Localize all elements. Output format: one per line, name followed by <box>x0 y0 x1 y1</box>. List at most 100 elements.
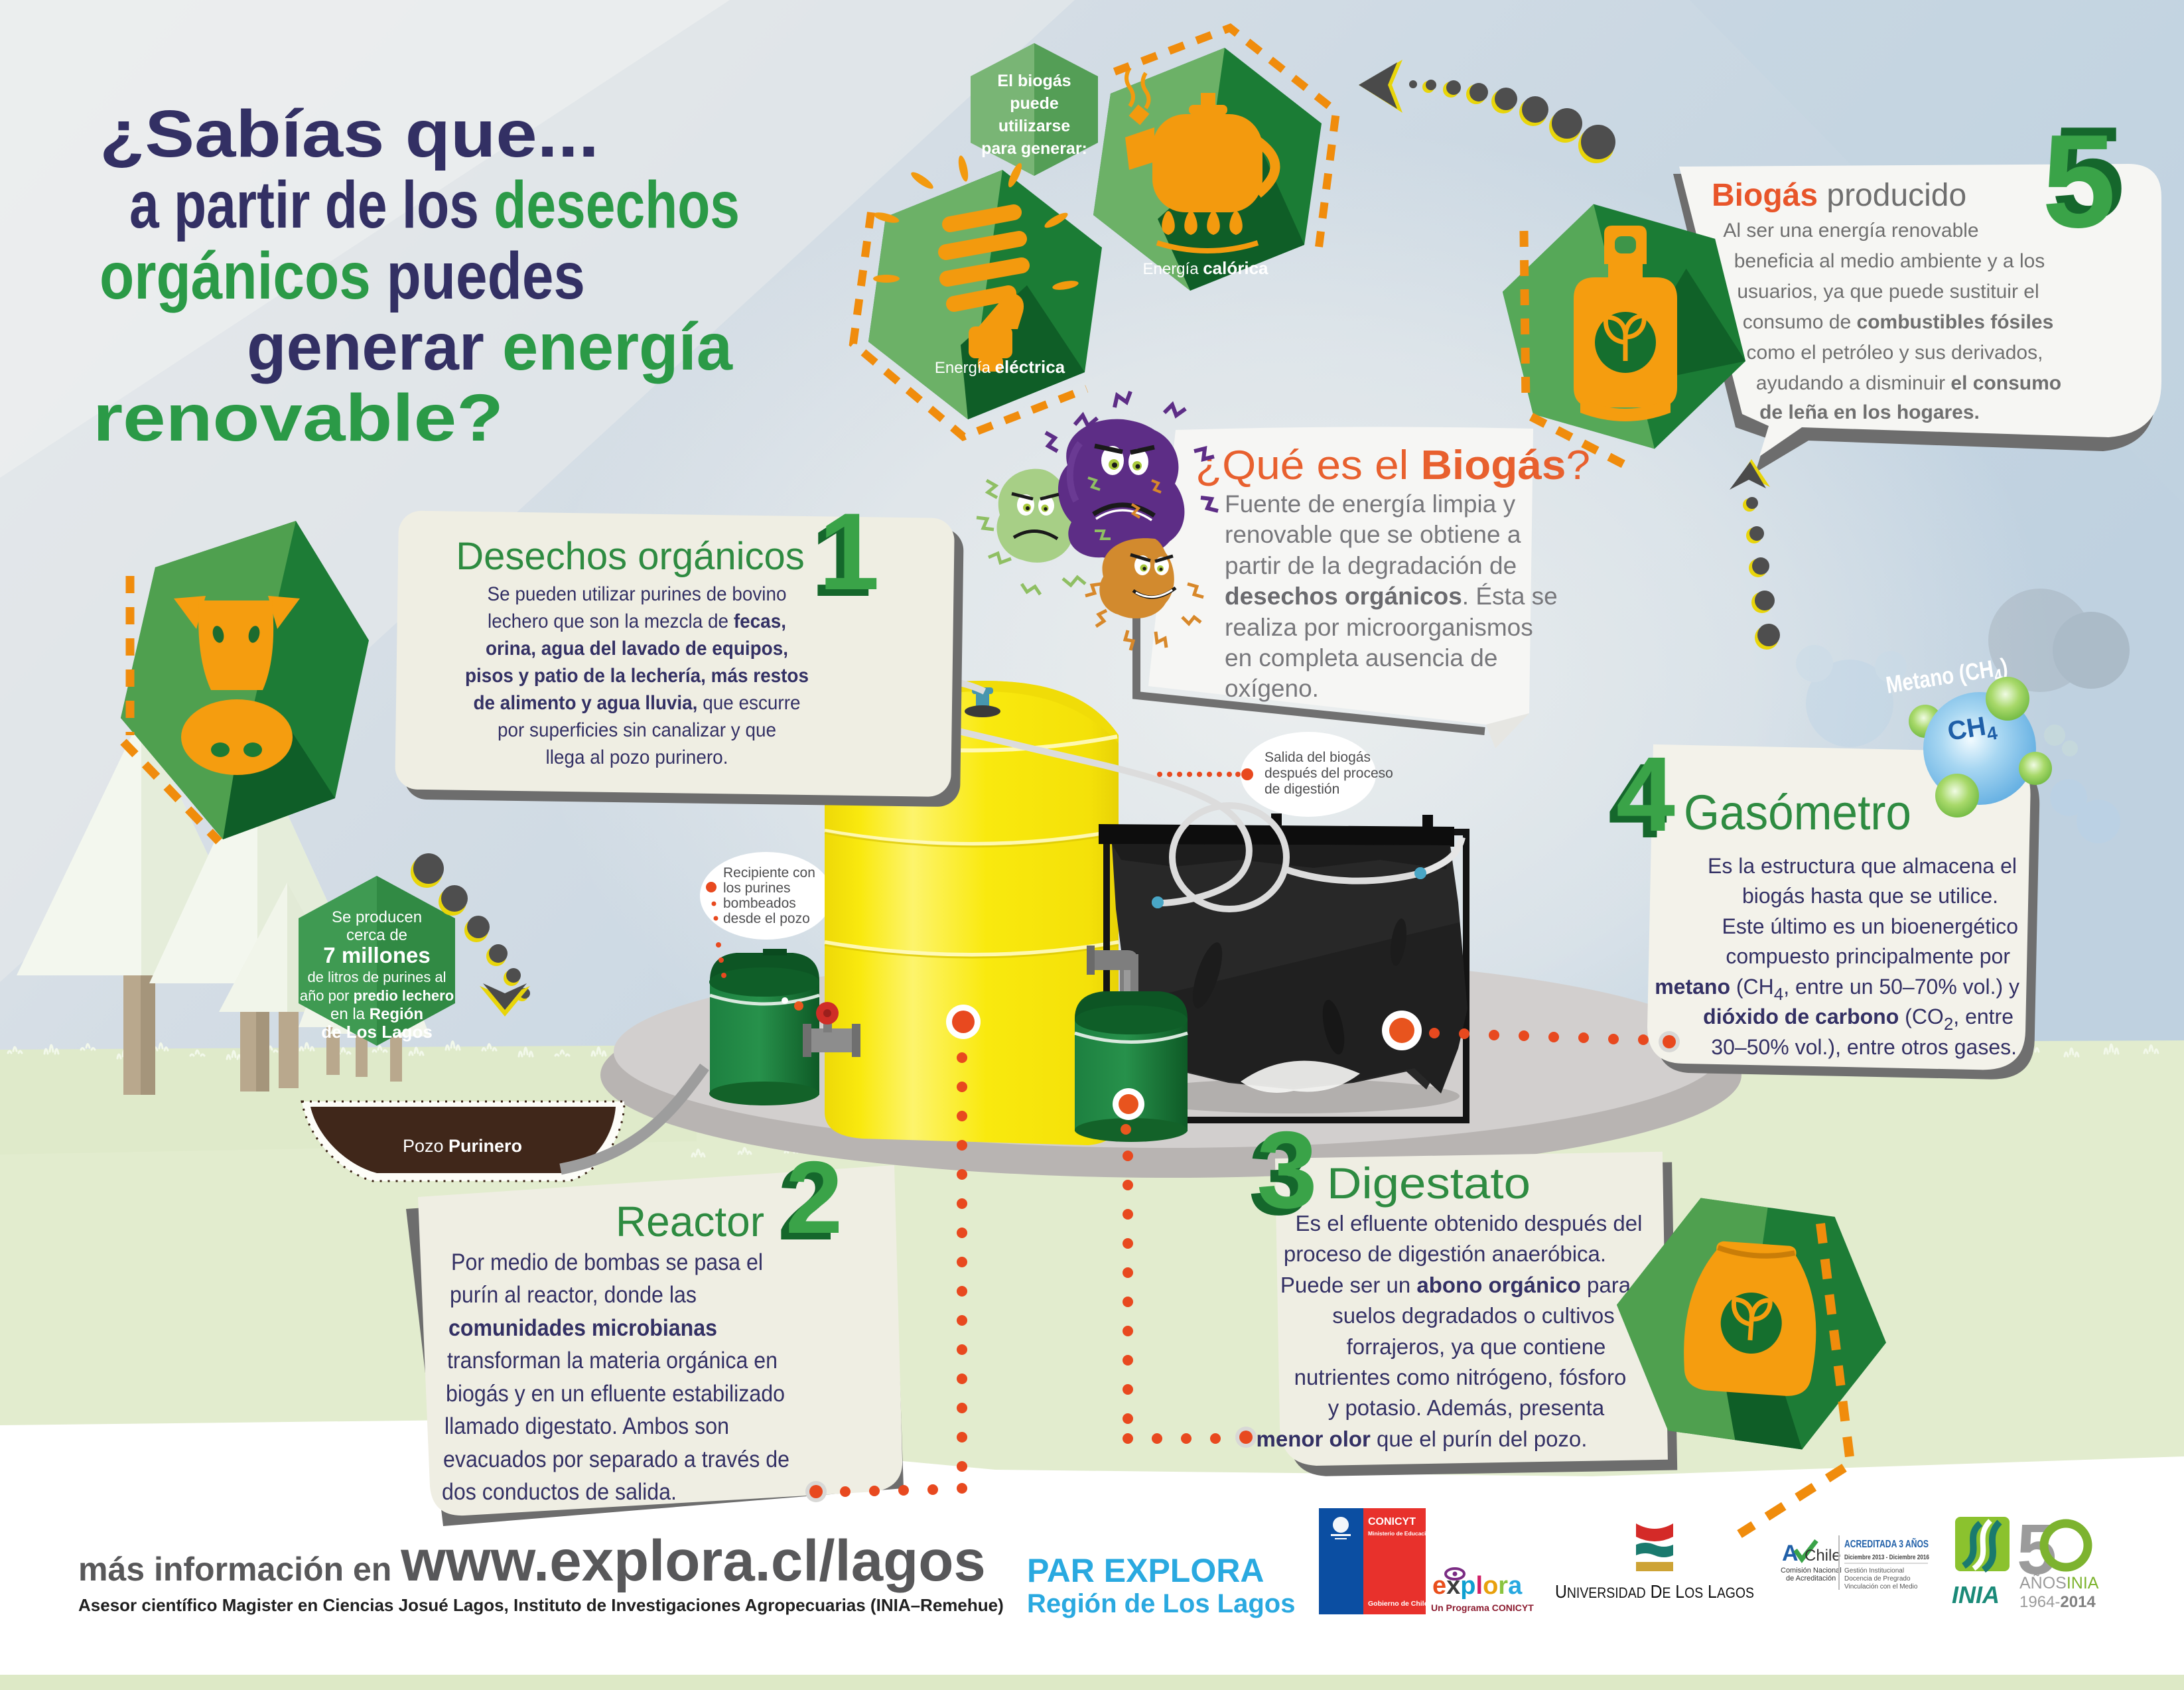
svg-text:Gasómetro: Gasómetro <box>1684 785 1911 840</box>
svg-text:Fuente de energía limpia y: Fuente de energía limpia y <box>1225 490 1516 518</box>
svg-text:partir de la degradación de: partir de la degradación de <box>1225 552 1517 579</box>
svg-text:5: 5 <box>2051 100 2125 247</box>
svg-text:biogás hasta que se utilice.: biogás hasta que se utilice. <box>1742 884 1998 908</box>
svg-text:¿Qué es el Biogás?: ¿Qué es el Biogás? <box>1195 443 1590 488</box>
svg-text:2: 2 <box>785 1140 843 1255</box>
svg-text:llamado digestato. Ambos son: llamado digestato. Ambos son <box>444 1413 729 1439</box>
svg-text:Pozo Purinero: Pozo Purinero <box>403 1136 522 1156</box>
svg-text:después del proceso: después del proceso <box>1264 766 1393 781</box>
svg-text:orina, agua del lavado de equi: orina, agua del lavado de equipos, <box>486 638 788 660</box>
svg-text:por superficies sin canalizar: por superficies sin canalizar y que <box>498 719 776 741</box>
svg-text:Salida del biogás: Salida del biogás <box>1264 750 1371 765</box>
svg-text:para generar:: para generar: <box>981 139 1087 158</box>
svg-text:Se producen: Se producen <box>332 908 422 926</box>
svg-text:AÑOSINIA: AÑOSINIA <box>2019 1573 2099 1592</box>
svg-text:y potasio. Además, presenta: y potasio. Además, presenta <box>1328 1395 1605 1420</box>
svg-text:de digestión: de digestión <box>1264 782 1339 797</box>
svg-text:1: 1 <box>811 497 872 619</box>
svg-text:4: 4 <box>1616 735 1675 853</box>
svg-text:Recipiente con: Recipiente con <box>723 865 815 880</box>
svg-text:Chile: Chile <box>1805 1547 1841 1565</box>
svg-text:30–50% vol.), entre otros gase: 30–50% vol.), entre otros gases. <box>1711 1035 2017 1059</box>
svg-text:Desechos orgánicos: Desechos orgánicos <box>456 535 805 578</box>
svg-text:Este último es un bioenergétic: Este último es un bioenergético <box>1722 914 2018 938</box>
svg-text:menor olor que el purín del po: menor olor que el purín del pozo. <box>1257 1427 1588 1451</box>
svg-text:renovable que se obtiene a: renovable que se obtiene a <box>1225 521 1521 548</box>
svg-text:de alimento y agua lluvia, que: de alimento y agua lluvia, que escurre <box>474 692 801 714</box>
svg-text:generar energía: generar energía <box>247 310 733 384</box>
svg-text:año por predio lechero: año por predio lechero <box>300 987 454 1004</box>
svg-text:Al ser una energía renovable: Al ser una energía renovable <box>1723 220 1978 242</box>
svg-text:evacuados por separado a travé: evacuados por separado a través de <box>443 1446 789 1472</box>
svg-text:nutrientes como nitrógeno, fós: nutrientes como nitrógeno, fósforo <box>1294 1365 1627 1389</box>
svg-text:Por medio de bombas se pasa el: Por medio de bombas se pasa el <box>451 1249 763 1275</box>
svg-text:El biogás: El biogás <box>997 72 1071 90</box>
svg-text:pisos y patio de la lechería,: pisos y patio de la lechería, más restos <box>465 665 809 687</box>
svg-text:Es el efluente obtenido despué: Es el efluente obtenido después del <box>1296 1211 1643 1235</box>
svg-text:¿Sabías que...: ¿Sabías que... <box>100 97 599 171</box>
svg-text:Vinculación con el Medio: Vinculación con el Medio <box>1844 1583 1918 1590</box>
svg-text:3: 3 <box>1257 1109 1318 1231</box>
svg-text:Puede ser un abono orgánico pa: Puede ser un abono orgánico para <box>1280 1273 1631 1297</box>
svg-text:beneficia al medio ambiente y: beneficia al medio ambiente y a los <box>1734 250 2045 272</box>
svg-text:dos conductos de salida.: dos conductos de salida. <box>442 1479 677 1505</box>
svg-text:a partir de los desechos: a partir de los desechos <box>129 168 740 242</box>
svg-text:Comisión Nacional: Comisión Nacional <box>1781 1567 1842 1575</box>
svg-text:desechos orgánicos. Ésta se: desechos orgánicos. Ésta se <box>1225 583 1558 610</box>
svg-text:proceso de digestión anaeróbic: proceso de digestión anaeróbica. <box>1284 1241 1606 1266</box>
svg-text:llega al pozo purinero.: llega al pozo purinero. <box>546 746 728 768</box>
svg-text:Reactor: Reactor <box>616 1198 764 1245</box>
svg-text:usuarios, ya que puede sustitu: usuarios, ya que puede sustituir el <box>1737 281 2039 303</box>
svg-text:comunidades microbianas: comunidades microbianas <box>448 1315 717 1341</box>
svg-text:5: 5 <box>2042 107 2116 255</box>
svg-text:purín al reactor, donde las: purín al reactor, donde las <box>450 1282 697 1308</box>
svg-text:en completa ausencia de: en completa ausencia de <box>1225 644 1497 671</box>
svg-text:INIA: INIA <box>1952 1581 2000 1608</box>
svg-text:Ministerio de Educación: Ministerio de Educación <box>1368 1530 1433 1537</box>
svg-text:Energía eléctrica: Energía eléctrica <box>935 357 1065 377</box>
svg-text:oxígeno.: oxígeno. <box>1225 675 1319 702</box>
svg-text:Gobierno de Chile: Gobierno de Chile <box>1368 1600 1428 1608</box>
svg-text:puede: puede <box>1010 94 1059 113</box>
svg-text:utilizarse: utilizarse <box>998 117 1070 135</box>
svg-text:desde el pozo: desde el pozo <box>723 911 810 926</box>
svg-text:Diciembre 2013 - Diciembre 201: Diciembre 2013 - Diciembre 2016 <box>1844 1553 1929 1561</box>
svg-text:4: 4 <box>1608 741 1667 860</box>
svg-text:Energía calórica: Energía calórica <box>1142 258 1268 278</box>
svg-text:más información en www.explora: más información en www.explora.cl/lagos <box>78 1529 986 1593</box>
svg-text:los purines: los purines <box>723 880 791 896</box>
svg-text:1964-2014: 1964-2014 <box>2019 1593 2096 1611</box>
svg-text:PAR EXPLORA: PAR EXPLORA <box>1027 1552 1264 1589</box>
svg-text:bombeados: bombeados <box>723 896 796 911</box>
svg-text:cerca de: cerca de <box>346 926 407 944</box>
svg-text:1: 1 <box>819 490 880 612</box>
svg-text:explora: explora <box>1432 1572 1523 1600</box>
svg-text:consumo de combustibles fósile: consumo de combustibles fósiles <box>1743 311 2054 333</box>
svg-text:Asesor científico Magister en: Asesor científico Magister en Ciencias J… <box>78 1595 1004 1615</box>
svg-text:forrajeros, ya que contiene: forrajeros, ya que contiene <box>1347 1334 1606 1359</box>
svg-text:7 millones: 7 millones <box>323 943 430 967</box>
svg-text:Biogás producido: Biogás producido <box>1712 178 1966 213</box>
svg-text:Docencia de Pregrado: Docencia de Pregrado <box>1844 1575 1911 1583</box>
svg-text:lechero que son la mezcla de f: lechero que son la mezcla de fecas, <box>488 610 786 632</box>
svg-text:5: 5 <box>2017 1509 2057 1589</box>
svg-text:CONICYT: CONICYT <box>1368 1516 1416 1527</box>
svg-text:ACREDITADA 3 AÑOS: ACREDITADA 3 AÑOS <box>1844 1538 1929 1550</box>
svg-text:Es la estructura que almacena: Es la estructura que almacena el <box>1708 854 2017 878</box>
svg-text:de Acreditación: de Acreditación <box>1786 1575 1836 1583</box>
svg-text:de Los Lagos: de Los Lagos <box>321 1022 433 1042</box>
svg-text:renovable?: renovable? <box>93 381 504 455</box>
svg-text:en la Región: en la Región <box>330 1005 423 1023</box>
svg-text:ayudando a disminuir el consum: ayudando a disminuir el consumo <box>1756 372 2061 394</box>
svg-text:de litros de purines al: de litros de purines al <box>307 969 446 985</box>
svg-text:compuesto principalmente por: compuesto principalmente por <box>1726 944 2010 968</box>
svg-text:biogás y en un efluente estabi: biogás y en un efluente estabilizado <box>446 1381 785 1407</box>
svg-text:orgánicos puedes: orgánicos puedes <box>100 239 585 313</box>
svg-text:Digestato: Digestato <box>1327 1159 1531 1208</box>
svg-text:realiza por microorganismos: realiza por microorganismos <box>1225 614 1533 641</box>
svg-text:Región de Los Lagos: Región de Los Lagos <box>1027 1589 1295 1618</box>
svg-text:Gestión Institucional: Gestión Institucional <box>1844 1567 1904 1575</box>
svg-text:transforman la materia orgánic: transforman la materia orgánica en <box>447 1348 778 1373</box>
svg-text:2: 2 <box>778 1147 835 1261</box>
svg-text:de leña en los hogares.: de leña en los hogares. <box>1759 401 1980 423</box>
